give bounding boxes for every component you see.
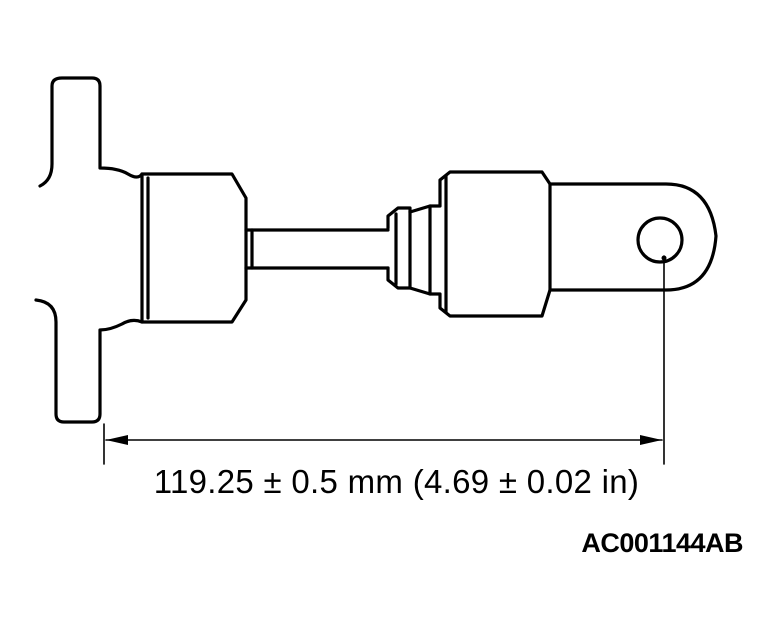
- t-bracket: [34, 76, 144, 424]
- hole-center-mark: [661, 255, 667, 261]
- connecting-rod: [244, 228, 254, 270]
- clevis-pin-hole: [636, 216, 684, 264]
- left-socket-body: [140, 172, 248, 324]
- jam-nut: [408, 204, 432, 296]
- dimension-label: 119.25 ± 0.5 mm (4.69 ± 0.02 in): [153, 463, 640, 500]
- dimension-arrow-left: [106, 435, 128, 445]
- hex-nut: [386, 206, 412, 290]
- figure-code: AC001144AB: [581, 528, 743, 558]
- dimension-arrow-right: [640, 435, 662, 445]
- clevis-body: [428, 170, 718, 318]
